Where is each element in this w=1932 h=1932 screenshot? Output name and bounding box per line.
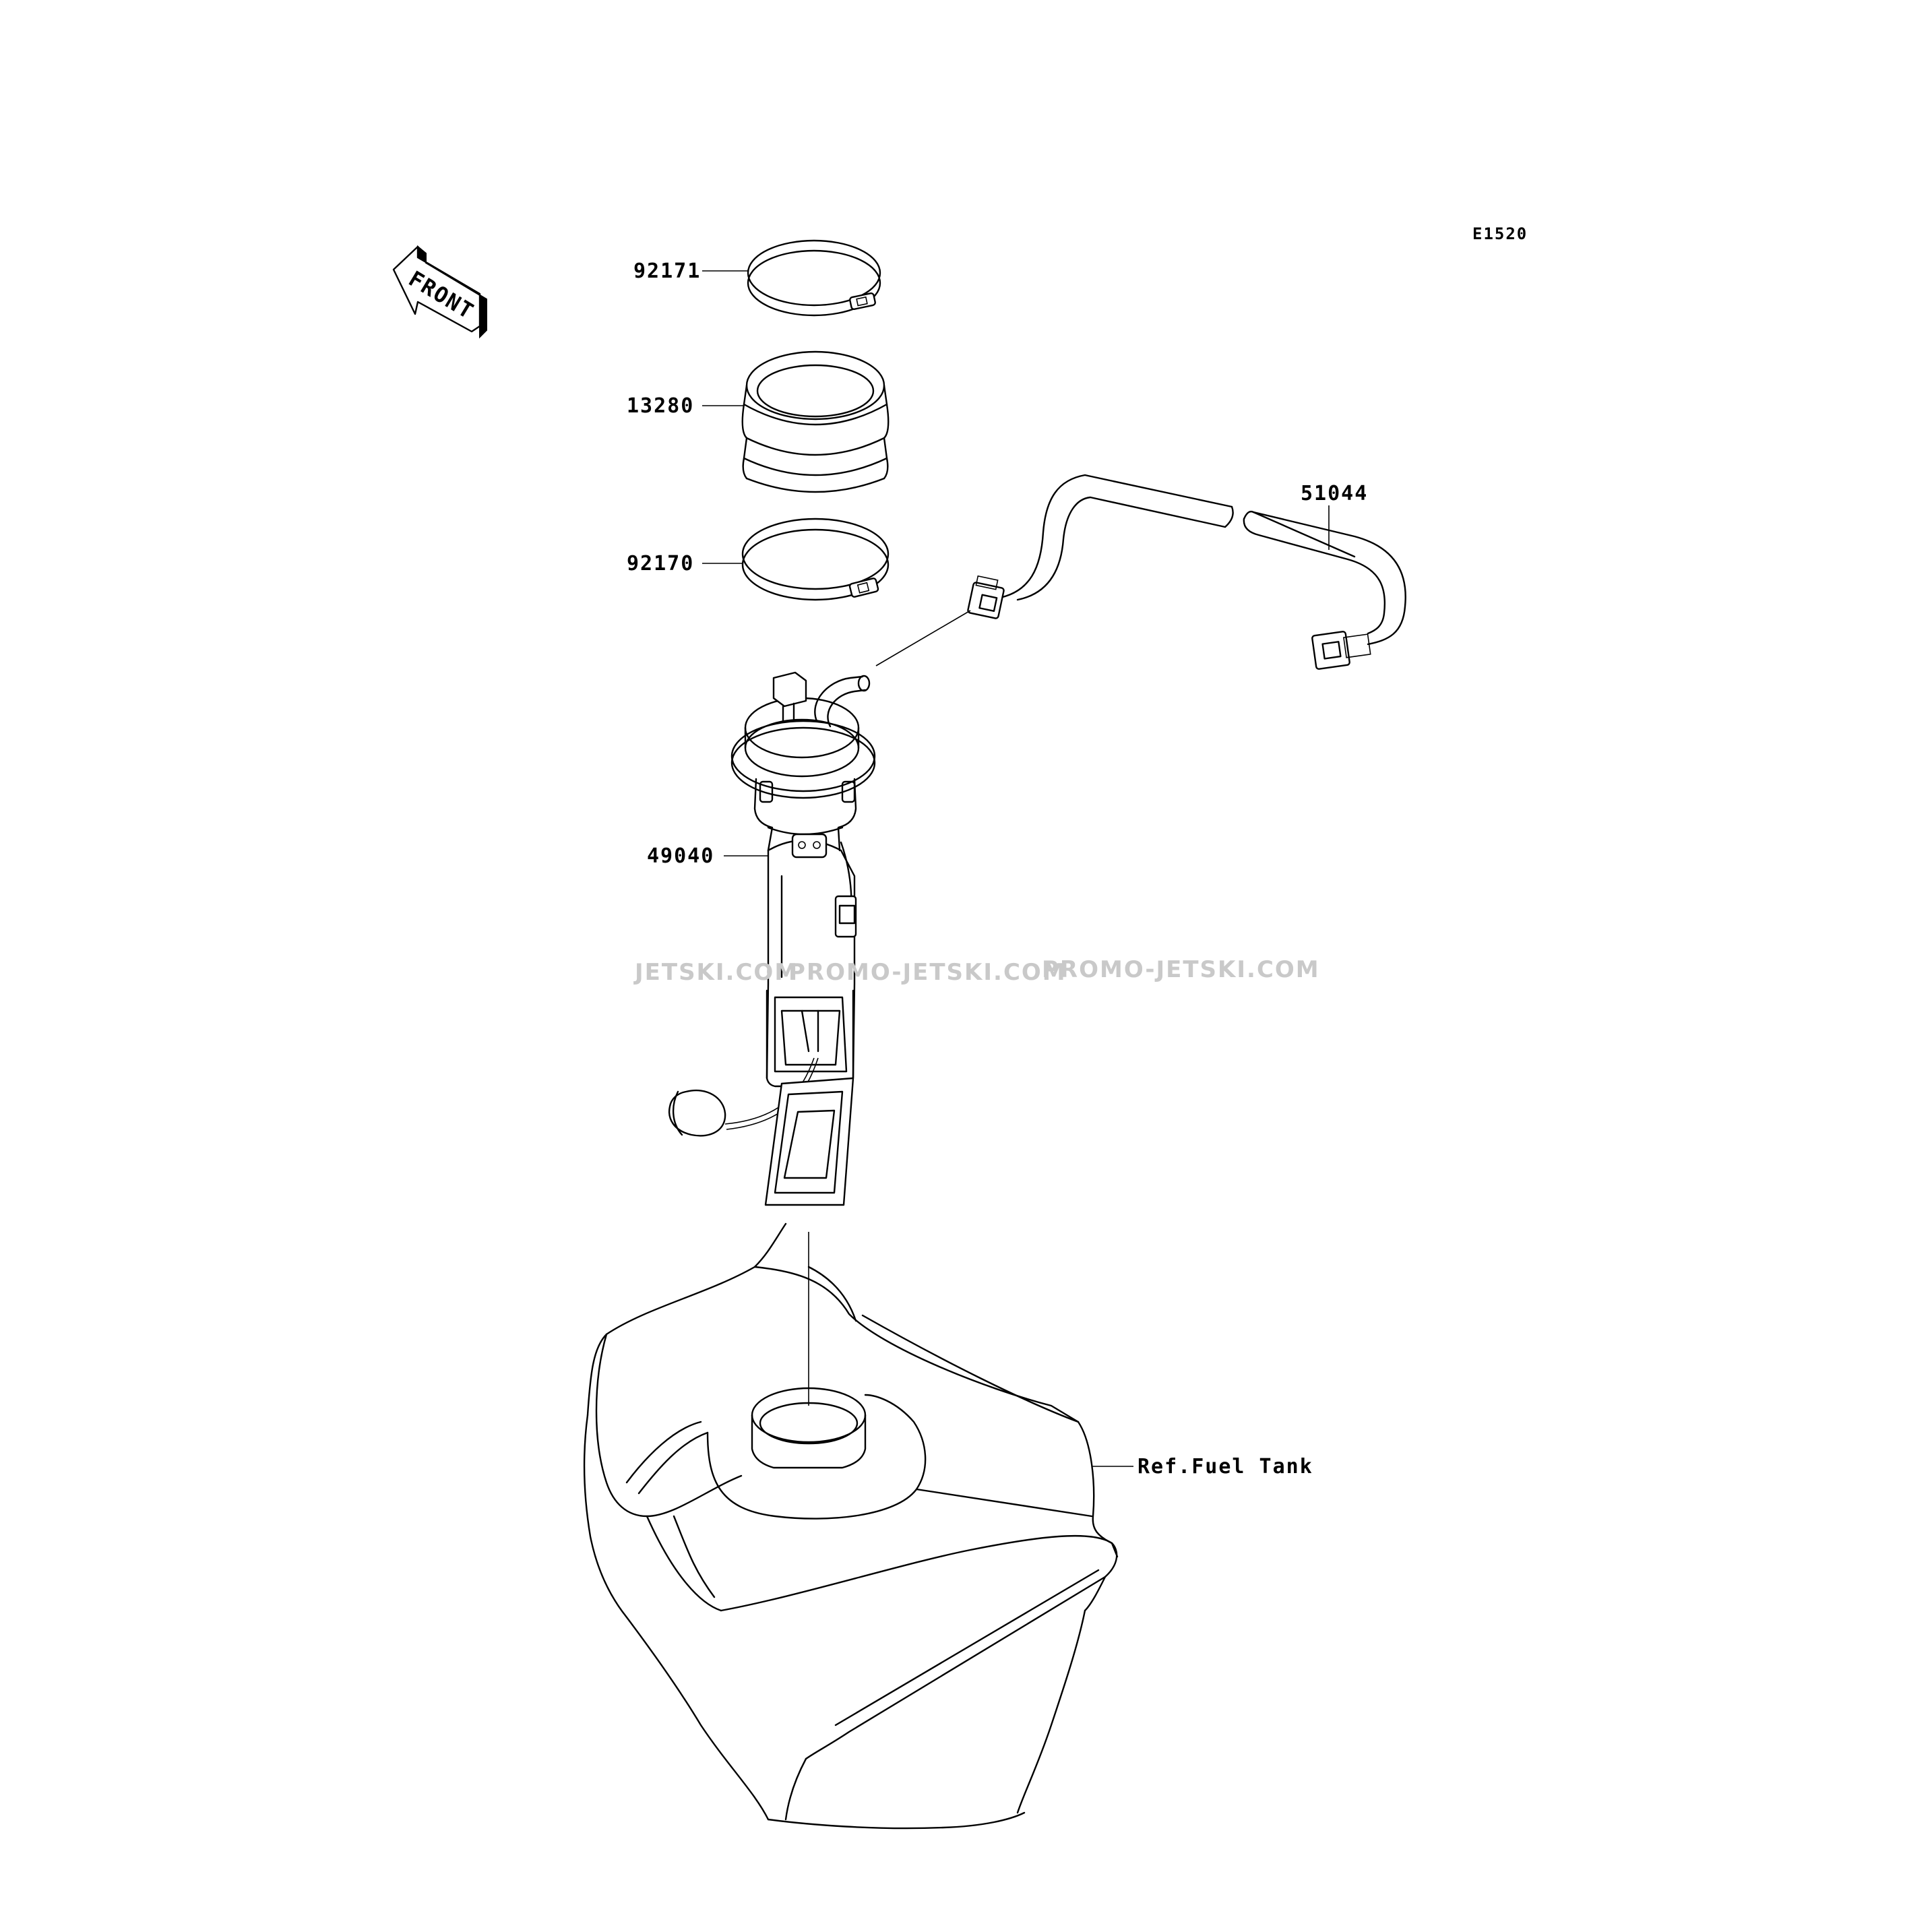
fuel-tank-reference <box>583 1222 1119 1830</box>
part-number-51044: 51044 <box>1301 482 1368 505</box>
part-number-92170: 92170 <box>627 552 694 575</box>
hose-joint-13280 <box>741 350 890 493</box>
watermark-segment-3: PROMO-JETSKI.COM <box>1042 956 1320 983</box>
wire-lead-51044 <box>967 474 1406 670</box>
part-number-13280: 13280 <box>627 394 694 418</box>
diagram-code: E1520 <box>1472 224 1528 243</box>
watermark-segment-1: JETSKI.COM <box>633 959 799 986</box>
clamp-92171 <box>747 239 881 317</box>
part-number-49040: 49040 <box>647 844 714 868</box>
clamp-92170 <box>741 518 890 601</box>
connection-line <box>875 610 971 666</box>
reference-fuel-tank-label: Ref.Fuel Tank <box>1138 1455 1313 1478</box>
part-number-92171: 92171 <box>633 259 701 283</box>
watermark: JETSKI.COM PROMO-JETSKI.COM PROMO-JETSKI… <box>633 956 1320 986</box>
fuel-pump-49040 <box>668 671 876 1206</box>
front-arrow-icon: FRONT <box>392 245 487 339</box>
watermark-segment-2: PROMO-JETSKI.COM <box>788 959 1067 986</box>
